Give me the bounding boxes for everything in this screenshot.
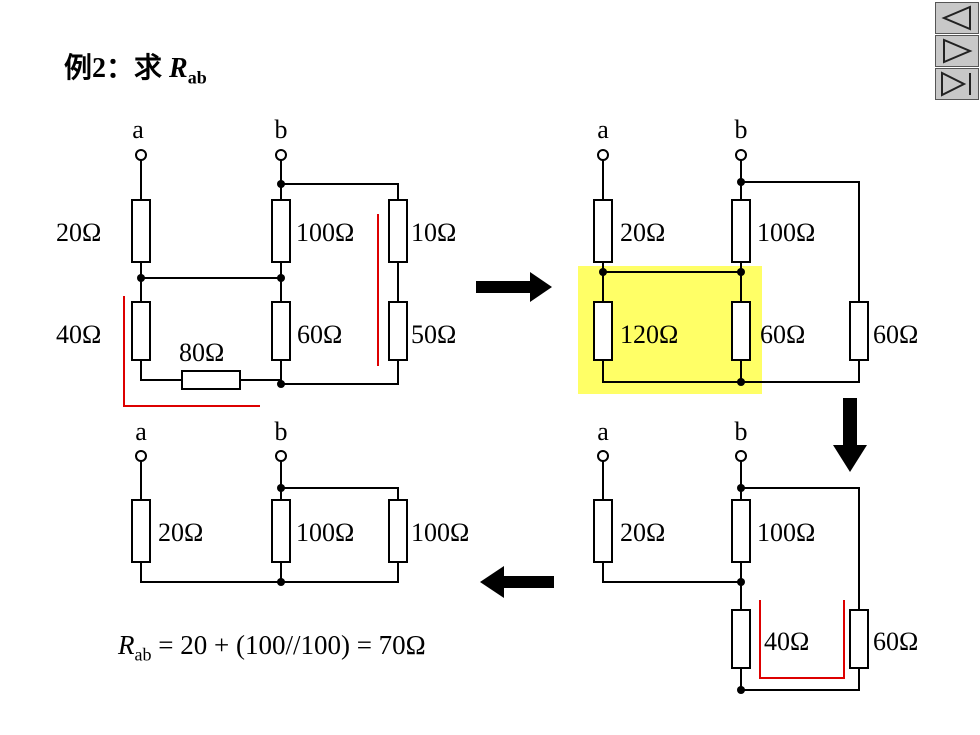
resistor-10-c1 — [388, 199, 408, 263]
terminal-b-c4: b — [275, 417, 288, 446]
circuit-1-nodes — [137, 180, 285, 388]
circuit-3-resistors — [593, 499, 869, 669]
resistor-100-c3 — [731, 499, 751, 563]
label-20-c1: 20Ω — [56, 218, 101, 247]
formula-expression: = 20 + (100//100) = 70Ω — [151, 630, 426, 660]
circuit-2-nodes — [599, 178, 745, 386]
label-60-c1: 60Ω — [297, 320, 342, 349]
circuit-4-wires — [140, 460, 399, 583]
resistor-60a-c2 — [731, 301, 751, 361]
next-button[interactable] — [935, 35, 979, 67]
circuit-4-terminals — [135, 450, 287, 462]
previous-button[interactable] — [935, 2, 979, 34]
circuit-3-terminals — [597, 450, 747, 462]
resistor-60-c1 — [271, 301, 291, 361]
label-100-c1: 100Ω — [296, 218, 354, 247]
resistor-20-c1 — [131, 199, 151, 263]
circuit-4-nodes — [277, 484, 285, 586]
down-arrow-icon — [833, 398, 867, 472]
label-60a-c2: 60Ω — [760, 320, 805, 349]
resistor-40-c1 — [131, 301, 151, 361]
label-120-c2: 120Ω — [620, 320, 678, 349]
label-100-c3: 100Ω — [757, 518, 815, 547]
label-20-c3: 20Ω — [620, 518, 665, 547]
circuit-1-red-marks — [123, 214, 379, 407]
resistor-120-c2 — [593, 301, 613, 361]
terminal-b-c2: b — [735, 115, 748, 144]
resistor-100a-c4 — [271, 499, 291, 563]
resistor-20-c2 — [593, 199, 613, 263]
label-40-c3: 40Ω — [764, 627, 809, 656]
circuit-2-terminals — [597, 149, 747, 161]
terminal-a-c4: a — [135, 417, 147, 446]
resistor-20-c4 — [131, 499, 151, 563]
label-20-c2: 20Ω — [620, 218, 665, 247]
formula-subscript: ab — [134, 644, 152, 665]
label-100-c2: 100Ω — [757, 218, 815, 247]
right-arrow-icon — [476, 272, 552, 302]
circuit-4-resistors — [131, 499, 408, 563]
resistor-100b-c4 — [388, 499, 408, 563]
page-title: 例2：求 Rab — [64, 46, 207, 89]
resistor-40-c3 — [731, 609, 751, 669]
resistor-100-c2 — [731, 199, 751, 263]
circuit-2-resistors — [593, 199, 869, 361]
arrows — [476, 272, 867, 598]
circuit-3-nodes — [737, 484, 745, 694]
label-50-c1: 50Ω — [411, 320, 456, 349]
resistor-60-c3 — [849, 609, 869, 669]
resistor-100-c1 — [271, 199, 291, 263]
label-100b-c4: 100Ω — [411, 518, 469, 547]
label-20-c4: 20Ω — [158, 518, 203, 547]
left-arrow-icon — [480, 566, 554, 598]
terminal-a-c3: a — [597, 417, 609, 446]
label-10-c1: 10Ω — [411, 218, 456, 247]
label-60-c3: 60Ω — [873, 627, 918, 656]
circuit-3-red-mark — [759, 600, 845, 679]
resistor-20-c3 — [593, 499, 613, 563]
terminal-a-c2: a — [597, 115, 609, 144]
circuit-1-resistors — [131, 199, 408, 390]
label-80-c1: 80Ω — [179, 338, 224, 367]
resistor-60b-c2 — [849, 301, 869, 361]
result-formula: Rab = 20 + (100//100) = 70Ω — [118, 630, 426, 665]
next-icon — [943, 38, 973, 64]
label-100a-c4: 100Ω — [296, 518, 354, 547]
circuit-1-terminals — [135, 149, 287, 161]
resistor-80-c1 — [181, 370, 241, 390]
label-60b-c2: 60Ω — [873, 320, 918, 349]
formula-symbol: R — [118, 630, 135, 660]
resistor-50-c1 — [388, 301, 408, 361]
label-40-c1: 40Ω — [56, 320, 101, 349]
title-prefix: 例2：求 — [64, 53, 170, 84]
terminal-a-c1: a — [132, 115, 144, 144]
last-slide-button[interactable] — [935, 68, 979, 100]
title-subscript: ab — [187, 67, 207, 88]
title-symbol: R — [169, 53, 188, 84]
terminal-b-c1: b — [275, 115, 288, 144]
navigation-buttons — [935, 0, 980, 102]
previous-icon — [941, 5, 971, 31]
terminal-b-c3: b — [735, 417, 748, 446]
last-icon — [941, 71, 971, 97]
